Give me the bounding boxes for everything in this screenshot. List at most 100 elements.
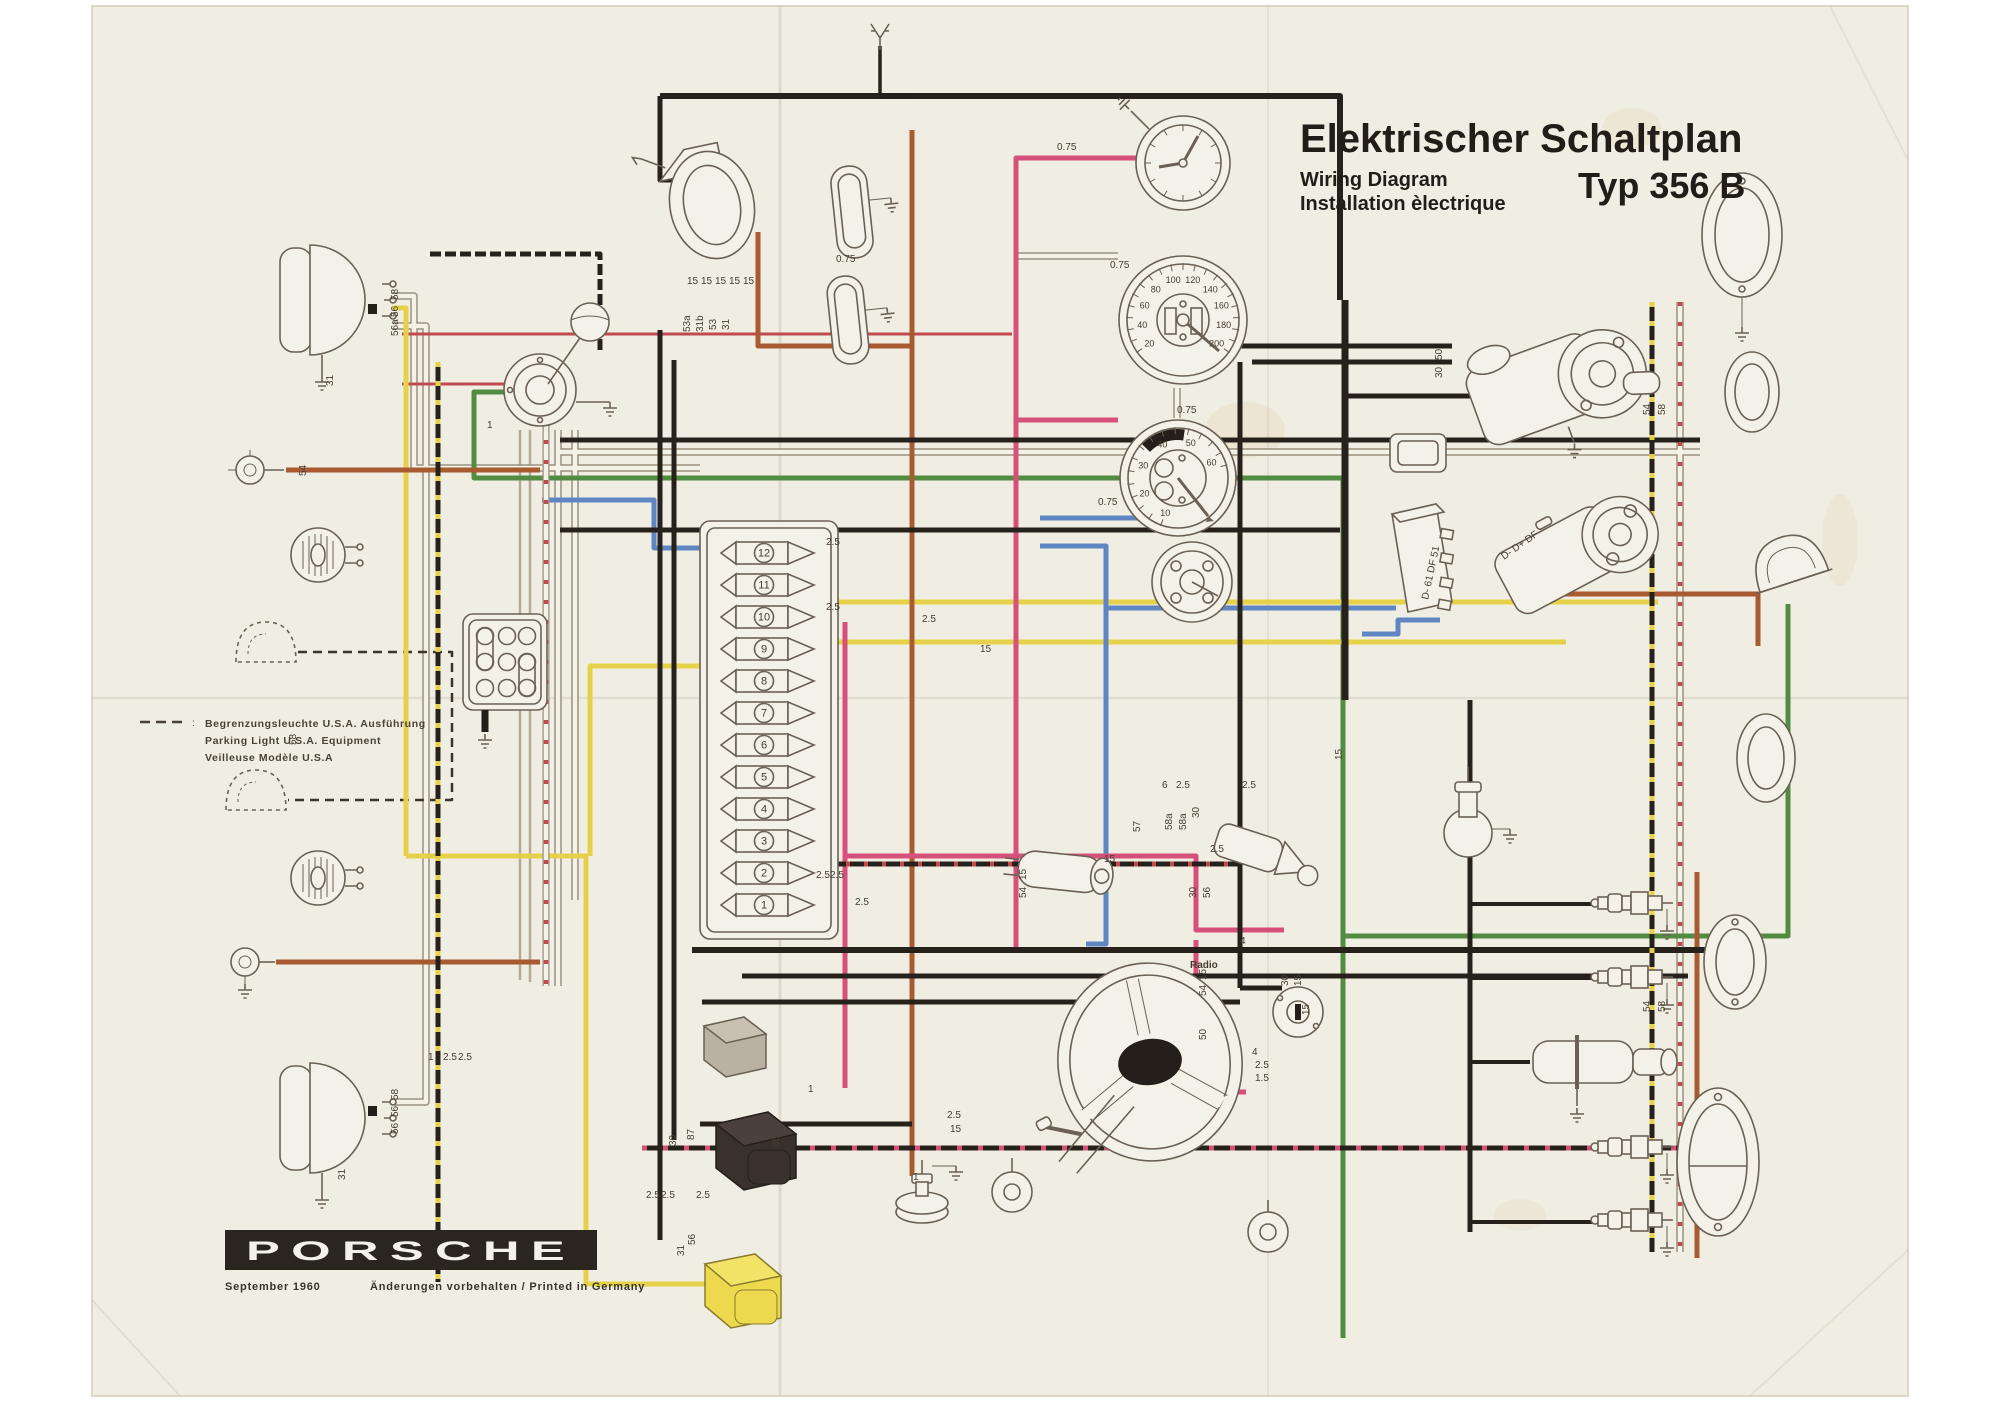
parking-light-us-upper — [235, 621, 297, 663]
wire-label: 58 — [390, 1088, 401, 1100]
wire-label: 15 — [1018, 868, 1029, 880]
title-sub1: Wiring Diagram — [1300, 169, 1448, 191]
tachometer-number: 30 — [1138, 460, 1148, 470]
wire-label: 30 — [1280, 974, 1291, 986]
fuse-4: 4 — [719, 796, 817, 822]
wire-label: : — [192, 718, 195, 729]
wire-label: 2.5 — [1242, 780, 1256, 791]
fuse-1: 1 — [719, 892, 817, 918]
wire-label: 56 — [1202, 886, 1213, 898]
wire-label: 2.5 — [458, 1052, 472, 1063]
paper-stain — [1494, 1199, 1546, 1231]
headlight-front-left-lower — [279, 1062, 397, 1209]
wire-label: 15 — [1301, 1003, 1312, 1015]
ignition-switch — [1272, 986, 1324, 1038]
fuse-6: 6 — [719, 732, 817, 758]
wire-label: 54 — [1642, 1000, 1653, 1012]
wire-yellow-group — [392, 305, 1658, 1287]
starter-motor — [1465, 329, 1661, 459]
license-light-dome — [1755, 534, 1833, 595]
tachometer-ticks — [1127, 427, 1228, 527]
fuse-12: 12 — [719, 540, 817, 566]
svg-text:8: 8 — [761, 676, 767, 688]
tachometer-number: 50 — [1186, 438, 1196, 448]
horn-upper — [290, 527, 364, 583]
wire-label: 2.5 — [947, 1110, 961, 1121]
tachometer-number: 10 — [1160, 508, 1170, 518]
legend-line2: Parking Light U.S.A. Equipment — [205, 735, 381, 747]
wire-label: 54 — [1018, 886, 1029, 898]
wire-label: 15 — [729, 276, 741, 287]
wire-label: 50 — [1198, 1028, 1209, 1040]
tail-light-large — [1676, 1087, 1760, 1237]
marker-light-oval-2 — [1724, 351, 1780, 433]
fuse-8: 8 — [719, 668, 817, 694]
wire-label: 15 — [980, 644, 992, 655]
ignition-coil — [1532, 1035, 1678, 1123]
wire-label: 58 — [1657, 1000, 1668, 1012]
wire-label: 2.5 — [696, 1190, 710, 1201]
wire-label: 1 — [913, 1172, 919, 1183]
antenna — [870, 23, 890, 50]
light-switch — [1247, 1200, 1289, 1253]
fuse-10: 10 — [719, 604, 817, 630]
wire-label: 4 — [1240, 936, 1246, 947]
wire-label: 58 — [1657, 403, 1668, 415]
stoplight-switch — [895, 1160, 964, 1224]
svg-text:4: 4 — [761, 804, 767, 816]
svg-text:12: 12 — [758, 548, 770, 560]
speedometer-number: 80 — [1151, 284, 1161, 294]
turn-signal-front-left — [228, 450, 284, 485]
wire-label: 15 — [950, 1124, 962, 1135]
turn-signal-front-left-lower — [230, 947, 275, 999]
spark-plug-1 — [1590, 891, 1675, 940]
headlight-relay — [1389, 433, 1447, 473]
fold-crease-corner — [91, 1299, 181, 1397]
tachometer-number: 20 — [1139, 489, 1149, 499]
wire-label: 0.75 — [1177, 405, 1197, 416]
dimmer-switch — [1213, 823, 1319, 887]
horn-lower — [290, 850, 364, 906]
footer: PORSCHE September 1960 Änderungen vorbeh… — [225, 1230, 645, 1293]
speedometer-number: 160 — [1214, 301, 1229, 311]
distributor — [1151, 541, 1233, 623]
svg-text:9: 9 — [761, 644, 767, 656]
title-main: Elektrischer Schaltplan — [1300, 117, 1742, 161]
rear-lights — [1676, 172, 1833, 1237]
fuse-2: 2 — [719, 860, 817, 886]
wire-label: 30 — [1188, 886, 1199, 898]
dash-gauge-fuel — [830, 165, 900, 259]
wire-label: 53 — [708, 318, 719, 330]
wire-label: 2.5 — [922, 614, 936, 625]
wire-label: 15 — [715, 276, 727, 287]
porsche-logo-plate — [225, 1230, 597, 1270]
wire-label: 15 — [1293, 974, 1304, 986]
spark-plug-2 — [1590, 965, 1675, 1014]
speedometer-ticks — [1126, 263, 1240, 354]
wire-label: 1 — [808, 1084, 814, 1095]
footer-date: September 1960 — [225, 1281, 321, 1293]
fuse-7: 7 — [719, 700, 817, 726]
wire-label: 56 — [687, 1233, 698, 1245]
wire-green-group — [471, 389, 1791, 1338]
wire-label: 1.5 — [1255, 1073, 1269, 1084]
wire-label: 2.5 — [646, 1190, 660, 1201]
marker-light-oval-3 — [1736, 713, 1796, 803]
wire-label: 31 — [721, 318, 732, 330]
title-block: Elektrischer Schaltplan Wiring Diagram I… — [1300, 117, 1745, 215]
wire-label: 31 — [337, 1168, 348, 1180]
wire-label: 2.5 — [830, 870, 844, 881]
wire-label: 57 — [1132, 820, 1143, 832]
paper-stain — [1822, 494, 1858, 586]
wire-label: 56 — [390, 305, 401, 317]
wire-label: 54 — [1198, 984, 1209, 996]
svg-text:5: 5 — [761, 772, 767, 784]
wire-label: 6 — [1162, 780, 1168, 791]
wire-label: 56 — [390, 1122, 401, 1134]
wire-label: 53a — [682, 315, 693, 332]
relay-yellow — [703, 1253, 783, 1329]
wire-label: 4 — [1252, 1047, 1258, 1058]
radio-label: Radio — [1190, 960, 1218, 971]
